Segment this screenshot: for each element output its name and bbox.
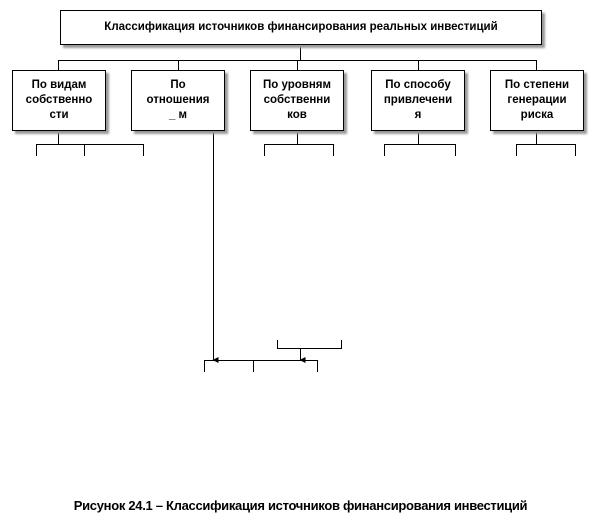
category-label: По степени генерации риска [504, 79, 570, 121]
category-label: По видам собственно сти [25, 79, 93, 121]
root-classification-box: Классификация источников финансирования … [60, 10, 542, 45]
category-box-owner-levels: По уровням собственни ков [250, 70, 344, 131]
category-label: По отношения _ м [146, 79, 210, 121]
root-classification-label: Классификация источников финансирования … [104, 21, 498, 33]
category-box-relations: По отношения _ м [131, 70, 225, 131]
category-box-ownership: По видам собственно сти [12, 70, 106, 131]
category-label: По способу привлечени я [383, 79, 453, 121]
category-box-risk-level: По степени генерации риска [490, 70, 584, 131]
category-box-attraction-method: По способу привлечени я [371, 70, 465, 131]
category-label: По уровням собственни ков [262, 79, 331, 121]
figure-caption: Рисунок 24.1 – Классификация источников … [73, 498, 528, 513]
